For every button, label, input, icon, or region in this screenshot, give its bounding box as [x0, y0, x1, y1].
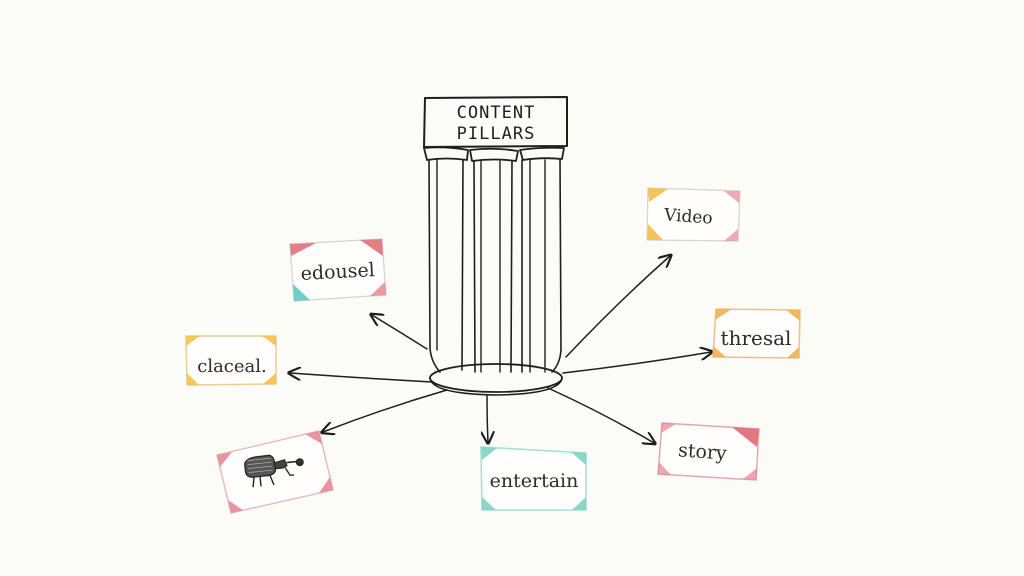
card-video: Video	[646, 187, 741, 242]
arrow-to-thresal	[562, 352, 711, 374]
pillar-columns	[428, 158, 562, 373]
card-label-entertain: entertain	[490, 470, 579, 492]
arrow-to-story	[547, 387, 654, 443]
pillar-base	[429, 363, 563, 396]
card-label-thresal: thresal	[721, 326, 792, 350]
card-icon	[216, 430, 334, 514]
pillar-structure: CONTENT PILLARS	[423, 96, 568, 396]
title-line-1: CONTENT	[457, 103, 536, 123]
arrow-to-edousel	[372, 315, 428, 350]
arrows	[290, 256, 711, 443]
camera-icon	[244, 454, 304, 488]
card-entertain: entertain	[480, 446, 587, 511]
arrow-to-entertain	[487, 395, 488, 442]
card-story: story	[657, 422, 760, 481]
title-line-2: PILLARS	[457, 124, 536, 144]
card-label-video: Video	[662, 205, 713, 228]
pillar-capitals	[423, 146, 565, 162]
card-claceal: claceal.	[185, 335, 277, 386]
arrow-to-video	[565, 256, 670, 358]
arrow-to-icon-card	[323, 389, 448, 432]
card-thresal: thresal	[712, 308, 801, 359]
card-edousel: edousel	[289, 238, 387, 302]
card-label-claceal: claceal.	[197, 356, 267, 377]
title-plaque: CONTENT PILLARS	[423, 96, 568, 148]
card-label-story: story	[677, 439, 727, 464]
arrow-to-claceal	[290, 373, 433, 383]
card-label-edousel: edousel	[300, 259, 375, 285]
